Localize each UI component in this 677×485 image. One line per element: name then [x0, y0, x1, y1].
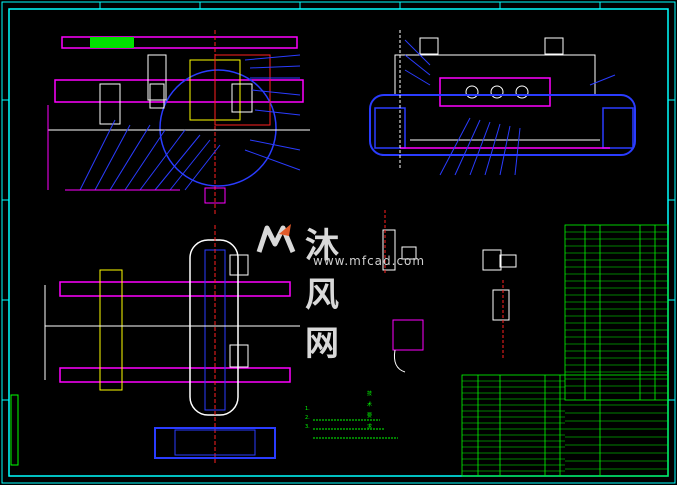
detail-views	[382, 210, 517, 373]
front-elevation-view	[47, 30, 310, 215]
side-elevation-view	[369, 30, 636, 176]
table-rows	[462, 231, 668, 472]
note-2: 2.	[305, 415, 310, 421]
note-1: 1.	[305, 406, 310, 412]
watermark-en: www.mfcad.com	[313, 254, 426, 268]
mfcad-logo-icon	[256, 224, 296, 253]
frame-ticks	[2, 2, 675, 401]
parts-list-table	[564, 224, 669, 401]
watermark-cn: 沐风网	[305, 226, 341, 364]
plan-view	[44, 225, 300, 465]
binding-strip	[10, 394, 19, 466]
note-3: 3.	[305, 424, 310, 430]
notes-heading: 技术要求	[367, 391, 373, 430]
drawing-tag	[90, 37, 134, 48]
